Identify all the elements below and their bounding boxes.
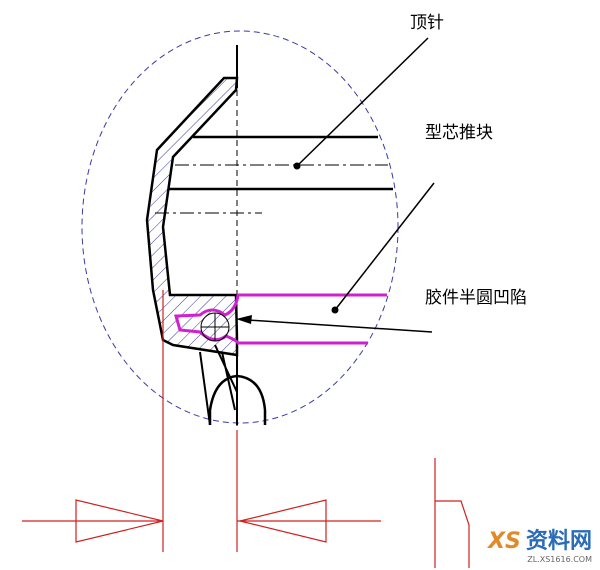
detail-circle [81, 30, 399, 424]
arrowhead [236, 315, 252, 324]
watermark-logo-mark: XS [488, 529, 521, 554]
part-outline [174, 293, 387, 345]
leader-recess [247, 319, 433, 333]
lower-arc [208, 374, 267, 425]
label-ejector-pin: 顶针 [410, 13, 444, 33]
watermark-url: ZL.XS1616.COM [527, 555, 592, 564]
lower-web [199, 344, 238, 426]
watermark-name: 资料网 [525, 529, 592, 554]
dimension [22, 290, 470, 568]
label-part-recess: 胶件半圆凹陷 [425, 288, 527, 308]
leader-dot [331, 306, 339, 314]
mold-section [145, 76, 239, 357]
label-core-pusher: 型芯推块 [425, 123, 493, 143]
leader-ejector-pin [296, 37, 429, 167]
leader-dot [293, 162, 301, 170]
leader-core-pusher [334, 182, 435, 311]
watermark-logo: XS 资料网 ZL.XS1616.COM [488, 523, 592, 564]
